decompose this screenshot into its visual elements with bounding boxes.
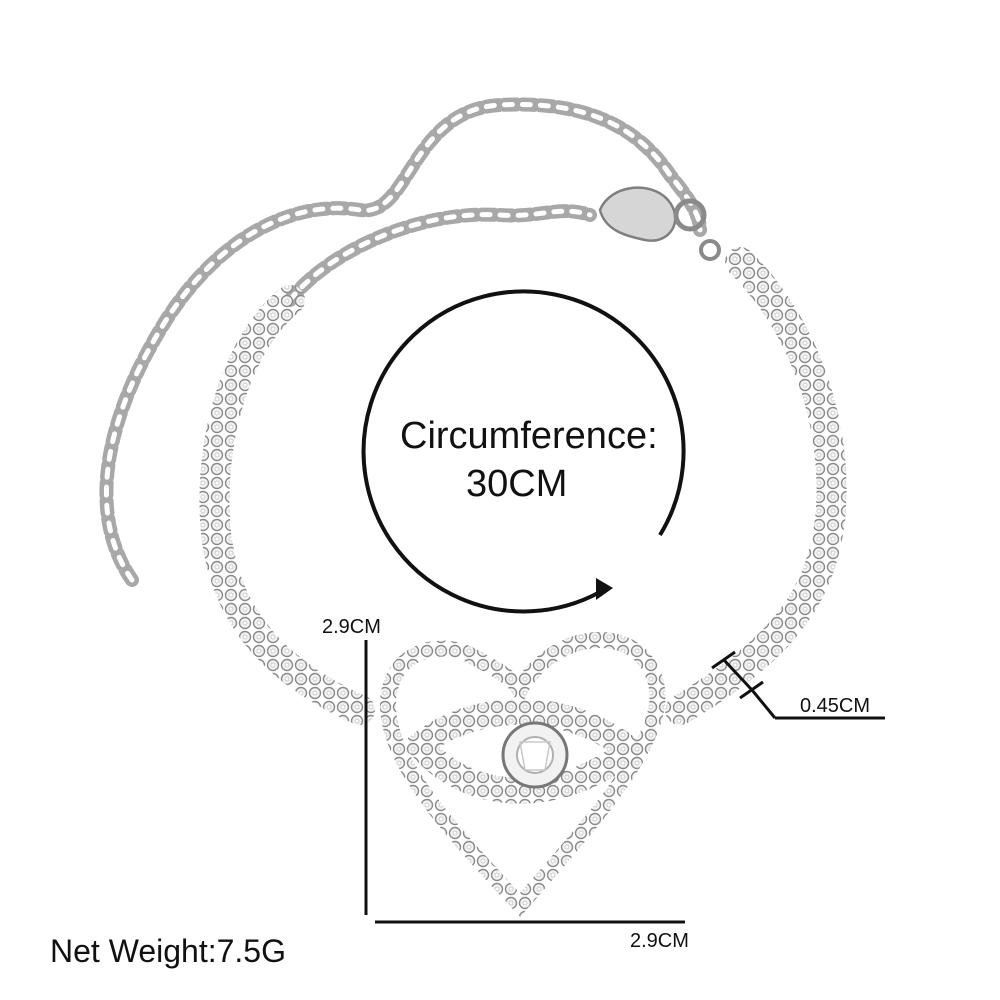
circumference-title: Circumference:	[400, 415, 658, 457]
circular-arrow-icon	[361, 289, 686, 614]
circumference-value: 30CM	[466, 463, 568, 505]
heart-pendant	[379, 631, 666, 917]
width-dimension-label: 2.9CM	[630, 930, 689, 952]
net-weight-label: Net Weight:7.5G	[50, 933, 286, 969]
extender-chain	[99, 97, 707, 587]
lobster-clasp	[598, 186, 721, 261]
thickness-dimension-label: 0.45CM	[800, 695, 871, 717]
rhinestone-band-right	[665, 247, 847, 725]
height-dimension-label: 2.9CM	[322, 616, 381, 638]
rhinestone-band-left	[199, 285, 375, 725]
dimension-line-icon	[364, 640, 885, 924]
clasp-chain	[283, 204, 597, 307]
